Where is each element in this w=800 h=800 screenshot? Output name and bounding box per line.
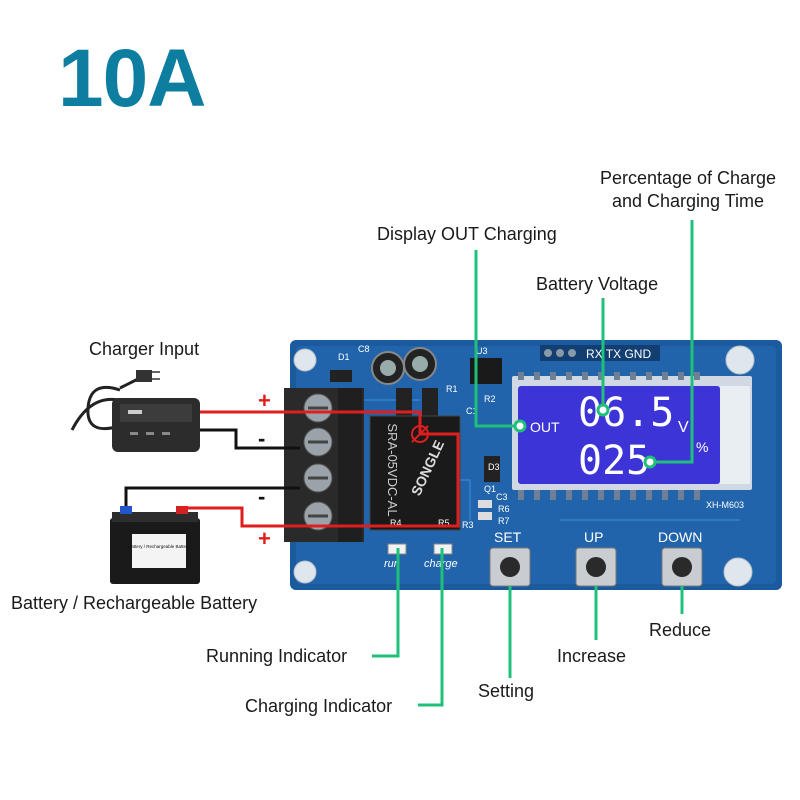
lcd-percent-unit: % [696,439,708,455]
silk-r2: R2 [484,394,496,404]
set-label: SET [494,529,522,545]
label-percentage-line1: Percentage of Charge [599,168,777,188]
label-charger-input: Charger Input [89,339,200,359]
callout-dot-out [513,419,527,433]
model-label: XH-M603 [706,500,744,510]
battery-sticker: Battery / Rechargeable Battery [128,544,190,549]
silk-u3: U3 [476,346,488,356]
label-increase: Increase [557,646,627,666]
battery-image: Battery / Rechargeable Battery [110,506,200,584]
minus-sign-2: - [258,484,266,509]
lcd-display: OUT 06.5 V 025 % XH-M603 [512,372,752,510]
run-silk-label: run [384,558,400,570]
silk-r1: R1 [446,384,458,394]
up-button[interactable] [575,547,617,587]
relay-model: SRA-05VDC-AL [385,423,400,516]
serial-header: RX TX GND [540,345,660,361]
down-label: DOWN [658,529,702,545]
callout-dot-voltage [596,403,610,417]
label-battery: Battery / Rechargeable Battery [11,593,258,613]
label-display-out: Display OUT Charging [377,224,557,244]
capacitors: C8 D1 [330,344,437,385]
lcd-percent-value: 025 [578,438,650,484]
label-charging-indicator: Charging Indicator [245,696,393,716]
silk-d1: D1 [338,352,350,362]
silk-q1: Q1 [484,484,496,494]
label-reduce: Reduce [649,620,712,640]
silk-r7: R7 [498,516,510,526]
down-button[interactable] [661,547,703,587]
plus-sign-bottom: + [258,526,271,551]
silk-r5: R5 [438,518,450,528]
lcd-voltage-unit: V [678,419,689,436]
relay: SRA-05VDC-AL SONGLE [369,415,461,531]
screw-terminal [284,388,364,542]
buttons: SET UP DOWN [489,529,703,587]
label-percentage: Percentage of Charge and Charging Time [588,167,788,212]
callouts [372,220,694,707]
silk-d3: D3 [488,462,500,472]
callout-dot-percentage [643,455,657,469]
header-label: RX TX GND [586,347,651,361]
silk-r4: R4 [390,518,402,528]
silk-c8: C8 [358,344,370,354]
minus-sign-1: - [258,426,266,451]
silk-c1: C1 [466,406,478,416]
silk-r3: R3 [462,520,474,530]
lcd-out-label: OUT [530,419,560,435]
label-percentage-line2: and Charging Time [611,190,765,211]
silk-c3: C3 [496,492,508,502]
label-battery-voltage: Battery Voltage [536,274,659,294]
up-label: UP [584,529,603,545]
lcd-voltage-value: 06.5 [578,390,674,436]
set-button[interactable] [489,547,531,587]
charger-adapter [70,370,200,452]
label-running-indicator: Running Indicator [206,646,348,666]
page-title: 10A [58,33,206,124]
relay-switch-symbol [411,425,429,443]
silk-r6: R6 [498,504,510,514]
plus-sign-top: + [258,388,271,413]
label-setting: Setting [478,681,535,701]
